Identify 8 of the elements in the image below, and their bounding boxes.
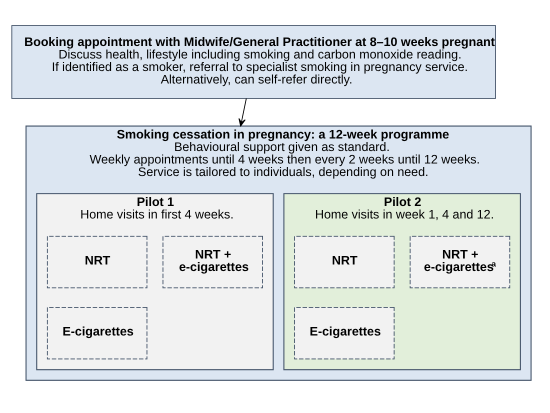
node-box: NRT + e-cigarettes$^{a}$ xyxy=(410,236,510,288)
node-box: E-cigarettes xyxy=(294,306,395,360)
node-box: NRT + e-cigarettes xyxy=(162,236,263,288)
arrow xyxy=(238,98,247,126)
node-box: Booking appointment with Midwife/General Practitioner at 8–10 weeks pregnant Discuss health, lifestyle including smoking and carbon monoxide reading. If identified as a smoker, referral to specialist smoking in pregnancy service. Alternatively, can self-refer directly. xyxy=(11,25,496,99)
node-box: E-cigarettes xyxy=(46,306,148,360)
node-box: NRT xyxy=(294,236,395,288)
node-box: NRT xyxy=(46,236,148,288)
